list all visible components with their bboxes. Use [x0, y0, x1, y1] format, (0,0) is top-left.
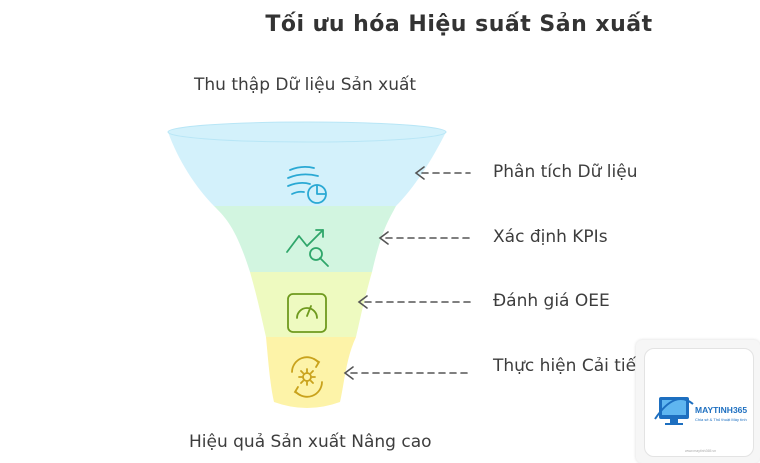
- funnel-bottom-label: Hiệu quả Sản xuất Nâng cao: [189, 432, 432, 452]
- watermark-tagline: Chia sẻ & Thủ thuật Máy tính: [695, 417, 747, 422]
- data-wind-chart-icon: [287, 165, 327, 204]
- stage-label-improvement: Thực hiện Cải tiến: [493, 356, 647, 376]
- gear-cycle-icon: [291, 356, 323, 398]
- monitor-logo-icon: [654, 397, 694, 425]
- funnel-stage-improvement: [266, 337, 356, 408]
- funnel-top-label: Thu thập Dữ liệu Sản xuất: [194, 75, 417, 95]
- trend-magnifier-icon: [286, 229, 329, 267]
- gauge-icon: [287, 293, 327, 333]
- diagram-title: Tối ưu hóa Hiệu suất Sản xuất: [265, 12, 653, 37]
- stage-label-oee: Đánh giá OEE: [493, 291, 610, 311]
- funnel-stage-oee: [250, 272, 372, 337]
- funnel-stage-data-analysis: [167, 121, 447, 206]
- connector-arrow: [357, 295, 471, 309]
- connector-arrow: [414, 166, 471, 180]
- watermark-brand: MAYTINH365: [695, 405, 748, 415]
- watermark-badge: MAYTINH365 Chia sẻ & Thủ thuật Máy tính …: [636, 340, 760, 463]
- stage-label-kpi: Xác định KPIs: [493, 227, 608, 247]
- connector-arrow: [378, 231, 471, 245]
- watermark-card: MAYTINH365 Chia sẻ & Thủ thuật Máy tính …: [644, 348, 754, 457]
- connector-arrow: [343, 366, 471, 380]
- funnel-stage-kpi: [214, 206, 396, 272]
- stage-label-data-analysis: Phân tích Dữ liệu: [493, 162, 638, 182]
- watermark-url: www.maytinh365.vn: [685, 449, 717, 453]
